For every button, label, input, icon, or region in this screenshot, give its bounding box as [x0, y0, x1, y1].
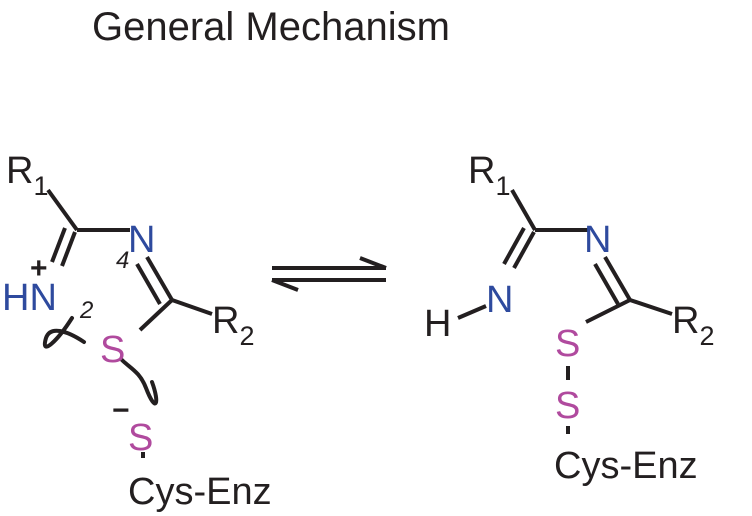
- bond-p-r1-c: [510, 189, 537, 231]
- positive-charge: +: [30, 252, 48, 285]
- negative-charge: −: [112, 394, 130, 427]
- bond-p-n-c5-double-b: [593, 263, 620, 305]
- bond-c5-r2: [171, 298, 213, 316]
- reactant-r2-label: R2: [212, 300, 254, 351]
- bond-n-c5-double-a: [145, 255, 174, 302]
- product-n-imine: N: [486, 279, 513, 321]
- curved-arrow-n-s: [42, 316, 86, 349]
- bond-c-n2-double-a: [60, 231, 77, 267]
- position-4-label: 4: [116, 247, 129, 274]
- position-2-label: 2: [79, 297, 93, 324]
- product-r1-label: R1: [468, 150, 510, 201]
- product-r2-label: R2: [672, 300, 714, 351]
- reactant-cys-enz: Cys-Enz: [128, 471, 272, 513]
- bond-p-n-c5-double-a: [603, 255, 632, 302]
- bond-c5-s: [138, 298, 174, 332]
- reverse-arrow-head: [271, 278, 299, 292]
- product-s-bottom: S: [555, 385, 580, 427]
- bond-p-c-n-double-a: [512, 231, 536, 269]
- bond-n-c5-double-b: [135, 263, 162, 305]
- bond-p-c5-r2: [629, 298, 673, 316]
- product-structure: R1 N H N S S R2 Cys-Enz: [424, 150, 714, 487]
- bond-p-c5-s: [585, 298, 631, 324]
- reactant-r1-label: R1: [6, 150, 48, 201]
- reactant-structure: R1 N 4 + HN 2 S R2 − S Cys-Enz: [2, 150, 272, 513]
- forward-arrow-head: [359, 256, 387, 270]
- reactant-hn-label: HN: [2, 277, 57, 319]
- diagram-title: General Mechanism: [92, 5, 450, 49]
- bond-r1-c: [46, 188, 79, 232]
- product-n-top: N: [584, 219, 611, 261]
- bond-p-c-n-double-b: [502, 227, 526, 265]
- product-h-label: H: [424, 303, 451, 345]
- product-s-top: S: [555, 323, 580, 365]
- bond-p-h-n: [457, 304, 487, 320]
- reactant-thiolate-s: S: [128, 417, 153, 459]
- product-cys-enz: Cys-Enz: [554, 445, 698, 487]
- reactant-ring-s: S: [100, 329, 125, 371]
- curved-arrow-s-s: [120, 358, 159, 406]
- equilibrium-arrows: [271, 256, 387, 292]
- reactant-n-top: N: [128, 219, 155, 261]
- bond-c-n2-double-b: [50, 227, 67, 263]
